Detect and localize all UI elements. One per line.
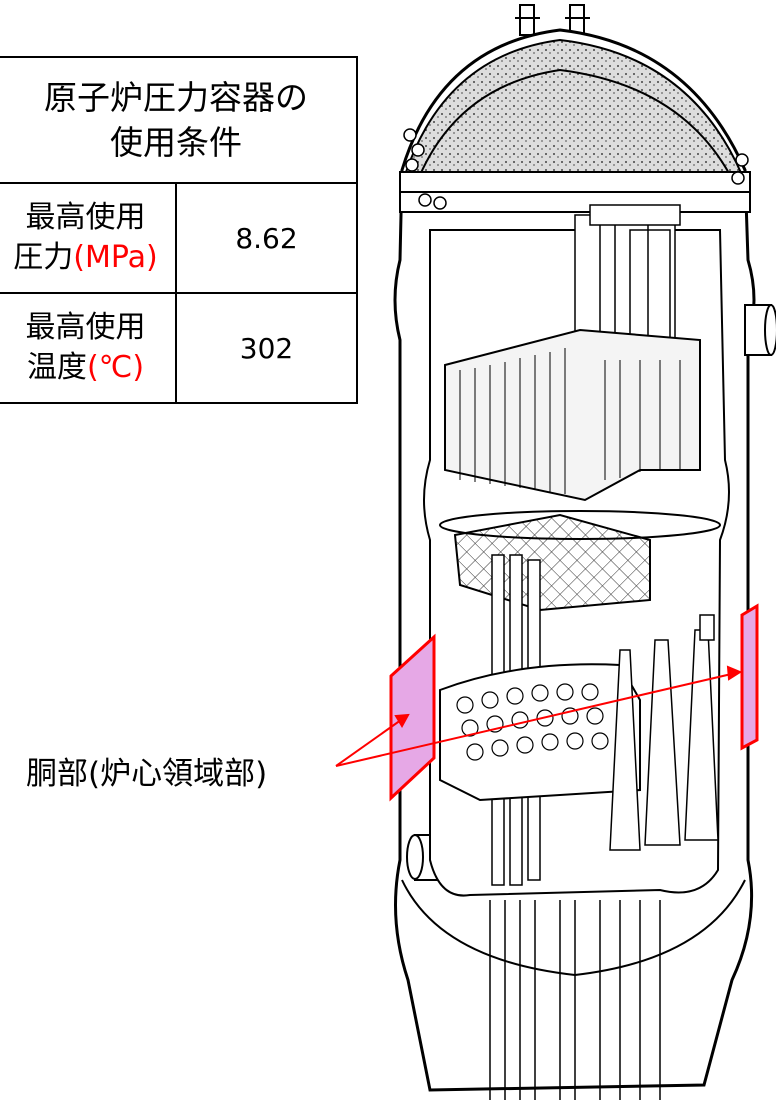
pressure-unit: (MPa)	[73, 240, 158, 275]
fuel-assembly-tops	[444, 328, 701, 502]
jet-pumps	[609, 614, 719, 851]
callout-arrows	[335, 665, 743, 767]
closure-head	[403, 38, 744, 176]
inlet-nozzle-right	[744, 304, 776, 356]
head-nozzles	[515, 4, 590, 36]
table-title: 原子炉圧力容器の 使用条件	[0, 56, 358, 184]
temperature-label: 最高使用 温度(℃)	[0, 292, 177, 404]
pressure-label: 最高使用 圧力(MPa)	[0, 182, 177, 294]
temperature-row: 最高使用 温度(℃) 302	[0, 292, 358, 404]
table-title-line1: 原子炉圧力容器の	[44, 78, 308, 117]
pressure-row: 最高使用 圧力(MPa) 8.62	[0, 182, 358, 294]
temperature-unit: (℃)	[86, 350, 145, 385]
beltline-highlight-right	[740, 603, 759, 751]
control-rod-drives	[489, 900, 661, 1100]
head-flange	[399, 171, 751, 213]
fuel-rods	[459, 348, 681, 494]
temperature-value: 302	[175, 292, 358, 404]
beltline-highlight-left	[389, 633, 436, 802]
flange-bolts	[403, 128, 749, 210]
shell-core-region-label: 胴部(炉心領域部)	[26, 756, 268, 792]
bottom-head	[401, 879, 746, 977]
pressure-value: 8.62	[175, 182, 358, 294]
table-title-line2: 使用条件	[110, 123, 242, 162]
lower-plate-holes	[456, 683, 609, 761]
operating-conditions-table: 原子炉圧力容器の 使用条件 最高使用 圧力(MPa) 8.62 最高使用 温度(…	[0, 56, 358, 404]
